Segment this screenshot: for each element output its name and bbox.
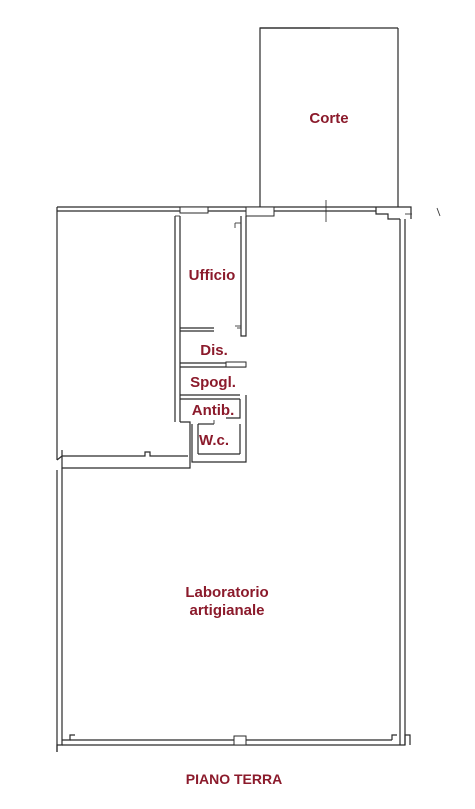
label-corte: Corte — [309, 110, 348, 127]
label-ufficio: Ufficio — [189, 267, 236, 284]
courtyard-walls — [259, 27, 399, 222]
label-spogl: Spogl. — [190, 374, 236, 391]
label-laboratorio-line1: Laboratorio — [185, 584, 268, 601]
outer-walls — [56, 206, 441, 752]
label-laboratorio-line2: artigianale — [189, 602, 264, 619]
label-dis: Dis. — [200, 342, 228, 359]
interior-partitions — [174, 215, 247, 463]
floor-title: PIANO TERRA — [186, 771, 282, 787]
label-antib: Antib. — [192, 402, 235, 419]
label-wc: W.c. — [199, 432, 229, 449]
